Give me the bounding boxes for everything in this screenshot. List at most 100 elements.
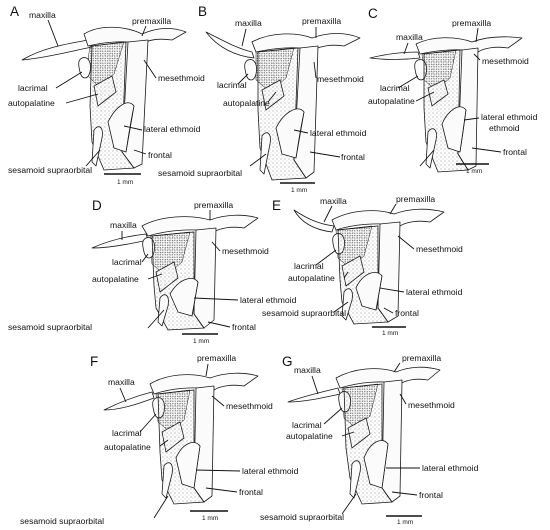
sesamoid-supraorbital-bone xyxy=(161,462,173,499)
sesamoid-supraorbital-label: sesamoid supraorbital xyxy=(8,322,92,332)
lateral-ethmoid-label: lateral ethmoid xyxy=(242,466,299,476)
panel-letter: G xyxy=(282,354,293,369)
lateral-ethmoid-label: lateral ethmoid xyxy=(144,124,201,134)
lacrimal-label: lacrimal xyxy=(294,261,324,271)
lacrimal-label: lacrimal xyxy=(380,83,410,93)
premaxilla-bone xyxy=(335,366,441,389)
sesamoid-supraorbital-bone xyxy=(341,288,353,321)
lacrimal-label: lacrimal xyxy=(217,80,247,90)
scale-bar: 1 mm xyxy=(456,163,489,175)
lacrimal-label: lacrimal xyxy=(112,257,142,267)
panel-e: E maxilla premaxilla mesethmoid lacrimal… xyxy=(262,194,463,337)
maxilla-label: maxilla xyxy=(294,365,321,375)
frontal-label: frontal xyxy=(239,487,263,497)
sesamoid-supraorbital-label: sesamoid supraorbital xyxy=(8,165,92,175)
scale-label: 1 mm xyxy=(382,330,398,337)
lateral-ethmoid-label: lateral ethmoid xyxy=(422,463,479,473)
scale-label: 1 mm xyxy=(397,519,413,526)
lateral-ethmoid-label: lateral ethmoid xyxy=(481,112,538,122)
premaxilla-bone xyxy=(141,214,259,237)
premaxilla-label: premaxilla xyxy=(302,16,341,26)
mesethmoid-label: mesethmoid xyxy=(317,74,364,84)
scale-label: 1 mm xyxy=(117,179,133,186)
frontal-label: frontal xyxy=(503,147,527,157)
labels: maxilla premaxilla mesethmoid lacrimal a… xyxy=(8,10,205,175)
sesamoid-supraorbital-bone xyxy=(259,132,271,175)
maxilla-bone xyxy=(205,31,255,59)
sesamoid-supraorbital-bone xyxy=(349,460,361,499)
panel-a: A maxilla premaxilla mesethmoid lacrimal… xyxy=(8,4,205,186)
sesamoid-supraorbital-bone xyxy=(425,128,437,169)
lacrimal-bone xyxy=(244,59,257,81)
autopalatine-label: autopalatine xyxy=(368,96,415,106)
panel-f: F maxilla premaxilla mesethmoid lacrimal… xyxy=(20,353,299,526)
sesamoid-supraorbital-label: sesamoid supraorbital xyxy=(262,308,346,318)
lateral-ethmoid-label: lateral ethmoid xyxy=(406,287,463,297)
mesethmoid-label: mesethmoid xyxy=(158,73,205,83)
panel-letter: D xyxy=(92,198,102,213)
premaxilla-bone xyxy=(415,36,523,55)
skull-drawing xyxy=(287,366,441,505)
mesethmoid-label: mesethmoid xyxy=(226,401,273,411)
maxilla-bone xyxy=(103,391,155,411)
maxilla-label: maxilla xyxy=(29,10,56,20)
sesamoid-supraorbital-label: sesamoid supraorbital xyxy=(158,168,242,178)
lateral-ethmoid-label-2: ethmoid xyxy=(489,123,520,133)
premaxilla-label: premaxilla xyxy=(452,18,491,28)
labels: maxilla premaxilla mesethmoid lacrimal a… xyxy=(158,16,367,178)
frontal-label: frontal xyxy=(232,322,256,332)
premaxilla-bone xyxy=(251,33,361,53)
autopalatine-label: autopalatine xyxy=(8,98,55,108)
lacrimal-label: lacrimal xyxy=(112,428,142,438)
sesamoid-supraorbital-label: sesamoid supraorbital xyxy=(260,512,344,522)
autopalatine-label: autopalatine xyxy=(288,273,335,283)
premaxilla-bone xyxy=(331,208,445,231)
scale-bar: 1 mm xyxy=(280,182,315,194)
maxilla-label: maxilla xyxy=(320,196,347,206)
skull-drawing xyxy=(293,208,445,325)
panel-letter: A xyxy=(10,4,19,19)
lacrimal-bone xyxy=(78,57,91,79)
skull-drawing xyxy=(91,214,259,331)
lacrimal-label: lacrimal xyxy=(292,420,322,430)
premaxilla-label: premaxilla xyxy=(402,353,441,363)
scale-bar: 1 mm xyxy=(372,326,406,337)
autopalatine-label: autopalatine xyxy=(286,431,333,441)
maxilla-bone xyxy=(293,209,335,233)
scale-bar: 1 mm xyxy=(104,173,141,186)
autopalatine-label: autopalatine xyxy=(104,442,151,452)
lacrimal-label: lacrimal xyxy=(18,83,48,93)
panel-letter: C xyxy=(368,6,378,21)
panel-d: D maxilla premaxilla mesethmoid lacrimal… xyxy=(8,198,297,345)
panel-letter: B xyxy=(198,4,207,19)
labels: maxilla premaxilla mesethmoid lacrimal a… xyxy=(20,353,299,526)
frontal-label: frontal xyxy=(419,490,443,500)
lateral-ethmoid-label: lateral ethmoid xyxy=(310,128,367,138)
scale-label: 1 mm xyxy=(202,515,218,522)
maxilla-label: maxilla xyxy=(110,220,137,230)
maxilla-bone xyxy=(369,51,421,60)
mesethmoid-label: mesethmoid xyxy=(482,56,529,66)
autopalatine-label: autopalatine xyxy=(223,98,270,108)
premaxilla-bone xyxy=(149,372,259,395)
skull-drawing xyxy=(21,26,187,171)
maxilla-label: maxilla xyxy=(108,377,135,387)
panel-letter: F xyxy=(90,354,98,369)
autopalatine-label: autopalatine xyxy=(92,274,139,284)
sesamoid-supraorbital-label: sesamoid supraorbital xyxy=(20,516,104,526)
scale-bar: 1 mm xyxy=(190,510,228,522)
premaxilla-label: premaxilla xyxy=(194,200,233,210)
maxilla-bone xyxy=(91,233,149,249)
panel-c: C maxilla premaxilla mesethmoid lacrimal… xyxy=(368,6,538,175)
maxilla-bone xyxy=(287,387,341,403)
mesethmoid-label: mesethmoid xyxy=(416,244,463,254)
maxilla-label: maxilla xyxy=(235,18,262,28)
frontal-label: frontal xyxy=(341,152,365,162)
labels: maxilla premaxilla mesethmoid lacrimal a… xyxy=(262,194,463,318)
mesethmoid-bone xyxy=(377,221,401,323)
labels: maxilla premaxilla mesethmoid lacrimal a… xyxy=(260,353,479,522)
scale-label: 1 mm xyxy=(466,168,482,175)
maxilla-label: maxilla xyxy=(396,32,423,42)
scale-bar: 1 mm xyxy=(182,333,218,345)
